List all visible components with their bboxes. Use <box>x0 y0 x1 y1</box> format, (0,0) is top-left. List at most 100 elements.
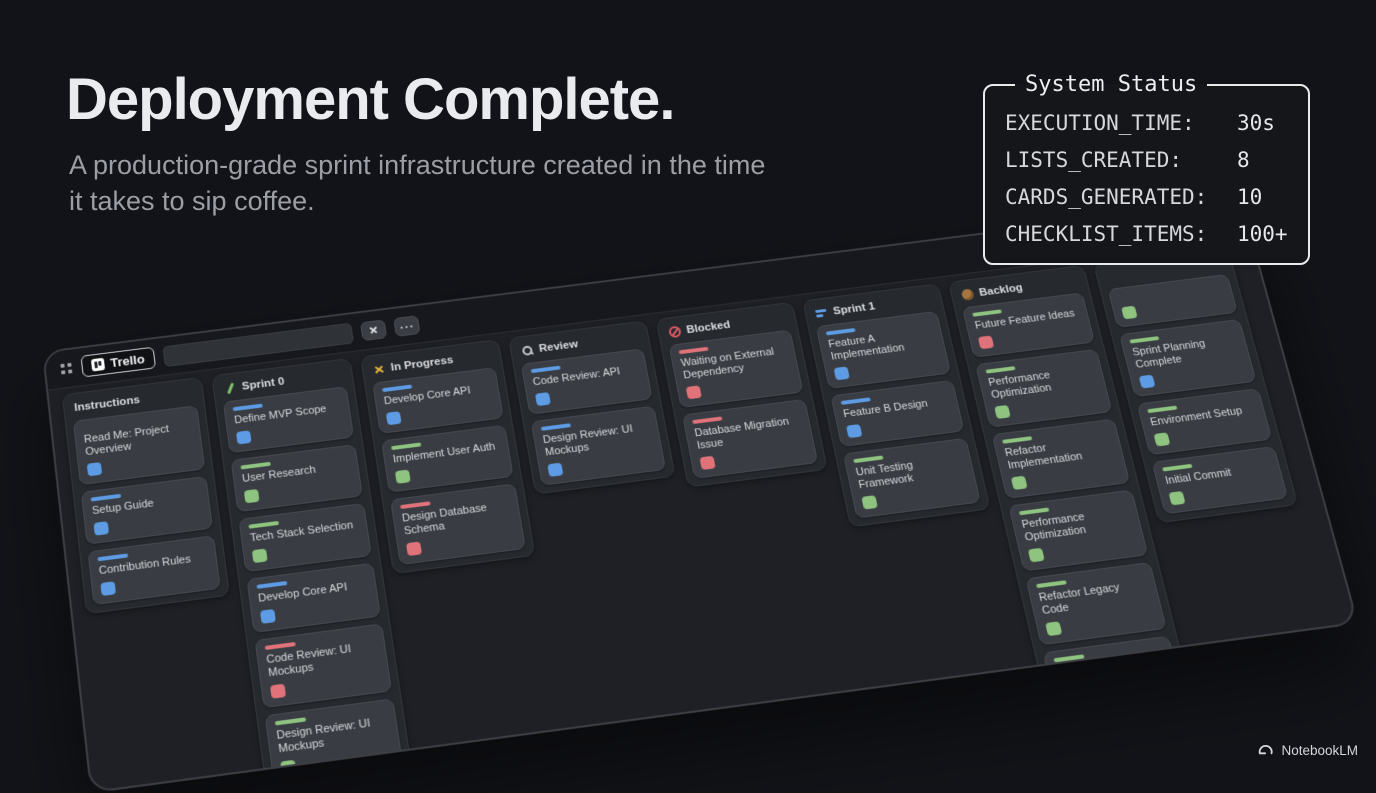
board-card[interactable]: Read Me: Project Overview <box>72 405 206 486</box>
board-card[interactable]: Design Database Schema <box>390 483 527 566</box>
overflow-button[interactable] <box>392 314 421 337</box>
card-badge <box>259 608 276 624</box>
board-card[interactable]: Contribution Rules <box>87 535 221 606</box>
page-subtitle: A production-grade sprint infrastructure… <box>69 150 766 216</box>
trello-logo[interactable]: Trello <box>80 346 156 378</box>
card-title: Read Me: Project Overview <box>83 423 170 459</box>
card-badge <box>243 488 260 504</box>
hammer-icon <box>372 363 386 376</box>
card-title <box>1120 289 1223 303</box>
card-badge <box>93 521 110 536</box>
sparkle-button[interactable] <box>359 318 387 341</box>
card-badge <box>280 759 297 775</box>
board-card[interactable]: Sprint Planning Complete <box>1119 318 1257 398</box>
notebooklm-logo-icon <box>1259 745 1274 755</box>
board-card[interactable]: Define MVP Scope <box>222 386 355 454</box>
board-card[interactable]: Future Feature Ideas <box>961 292 1096 358</box>
card-badge <box>269 683 287 699</box>
card-label <box>1018 507 1050 516</box>
board-card[interactable]: Waiting on External Dependency <box>668 329 804 409</box>
card-badge <box>235 430 252 445</box>
card-label <box>985 366 1016 374</box>
status-value: 30s <box>1237 111 1275 135</box>
board-card[interactable]: Database Migration Issue <box>681 398 819 479</box>
board-lists: Instructions Read Me: Project Overview S… <box>48 238 1359 793</box>
board-card[interactable]: Design Review: UI Mockups <box>530 405 667 486</box>
board-card[interactable]: Design Review: UI Mockups <box>264 698 404 785</box>
card-label <box>256 580 288 589</box>
board-card[interactable]: Initial Commit <box>1151 445 1289 515</box>
card-label <box>1035 580 1067 588</box>
board-card[interactable]: Implement User Auth <box>381 424 514 493</box>
board-card[interactable]: Environment Setup <box>1136 388 1273 456</box>
no-entry-icon <box>668 325 682 338</box>
card-badge <box>1153 432 1171 447</box>
board-card[interactable]: Feature B Design <box>830 379 965 447</box>
card-label <box>540 423 572 431</box>
board-card[interactable]: Feature A Implementation <box>815 310 952 389</box>
status-label: LISTS_CREATED: <box>1005 148 1183 172</box>
card-label <box>400 501 431 509</box>
board-card[interactable]: Tech Stack Selection <box>238 502 372 573</box>
card-badge <box>1168 490 1186 506</box>
board-card[interactable]: Develop Core API <box>372 367 504 435</box>
list-cards: Waiting on External Dependency Database … <box>668 329 819 479</box>
board-card[interactable]: Performance Optimization <box>975 348 1113 428</box>
status-label: CHECKLIST_ITEMS: <box>1005 222 1208 246</box>
footer: NotebookLM <box>1257 742 1358 759</box>
list-title: Blocked <box>685 318 732 336</box>
green-slash-icon <box>223 382 236 395</box>
card-badge <box>251 548 268 564</box>
card-label <box>1001 436 1033 444</box>
board-card[interactable]: Setup Guide <box>80 475 213 545</box>
trello-logo-text: Trello <box>109 351 146 371</box>
status-row: EXECUTION_TIME: 30s <box>1005 105 1288 142</box>
card-label <box>853 455 884 464</box>
board-card[interactable]: Code Review: API <box>520 348 653 415</box>
card-badge <box>833 366 850 381</box>
board-card[interactable]: Refactor Legacy Code <box>1025 561 1167 646</box>
card-label <box>97 553 129 562</box>
status-row: CHECKLIST_ITEMS: 100+ <box>1005 216 1288 253</box>
status-value: 100+ <box>1237 222 1288 246</box>
status-row: CARDS_GENERATED: 10 <box>1005 179 1288 216</box>
card-badge <box>861 494 878 510</box>
board-card[interactable]: Sprint Planning Complete <box>1042 635 1186 721</box>
card-badge <box>534 392 551 407</box>
notebooklm-wordmark: NotebookLM <box>1281 743 1358 758</box>
system-status-panel: System Status EXECUTION_TIME: 30s LISTS_… <box>983 72 1310 265</box>
card-badge <box>86 461 103 477</box>
list-title: Backlog <box>977 281 1024 299</box>
board-card[interactable]: User Research <box>230 444 363 513</box>
board-card[interactable]: Code Review: UI Mockups <box>254 623 393 709</box>
system-status-legend: System Status <box>1025 72 1198 97</box>
blue-flag-icon <box>815 306 829 319</box>
page-title: Deployment Complete. <box>66 67 675 132</box>
card-badge <box>1121 305 1138 320</box>
brown-ball-icon <box>960 287 975 301</box>
list-cards: Read Me: Project Overview Setup Guide Co… <box>72 405 221 606</box>
board-card[interactable] <box>1107 273 1238 328</box>
card-label <box>232 403 263 412</box>
card-label <box>240 461 271 470</box>
board-card[interactable]: Unit Testing Framework <box>842 437 981 519</box>
board-list: Review Code Review: API Design Review: U… <box>508 320 676 495</box>
status-value: 8 <box>1237 148 1250 172</box>
card-label <box>264 641 296 650</box>
card-label <box>972 309 1003 317</box>
board-card[interactable]: Performance Optimization <box>1008 489 1149 572</box>
board-card[interactable]: Refactor Implementation <box>991 418 1131 499</box>
card-badge <box>547 462 564 477</box>
trello-logo-icon <box>90 357 106 372</box>
card-badge <box>845 423 863 439</box>
list-title: Sprint 1 <box>832 300 876 317</box>
board-card[interactable]: Develop Core API <box>246 562 381 633</box>
status-label: CARDS_GENERATED: <box>1005 185 1208 209</box>
card-label <box>678 346 709 355</box>
card-badge <box>405 541 423 556</box>
card-badge <box>1010 475 1028 490</box>
list-cards: Develop Core API Implement User Auth Des… <box>372 367 527 566</box>
app-switcher-icon[interactable] <box>59 362 73 376</box>
card-label <box>692 416 723 424</box>
card-badge <box>994 404 1011 419</box>
